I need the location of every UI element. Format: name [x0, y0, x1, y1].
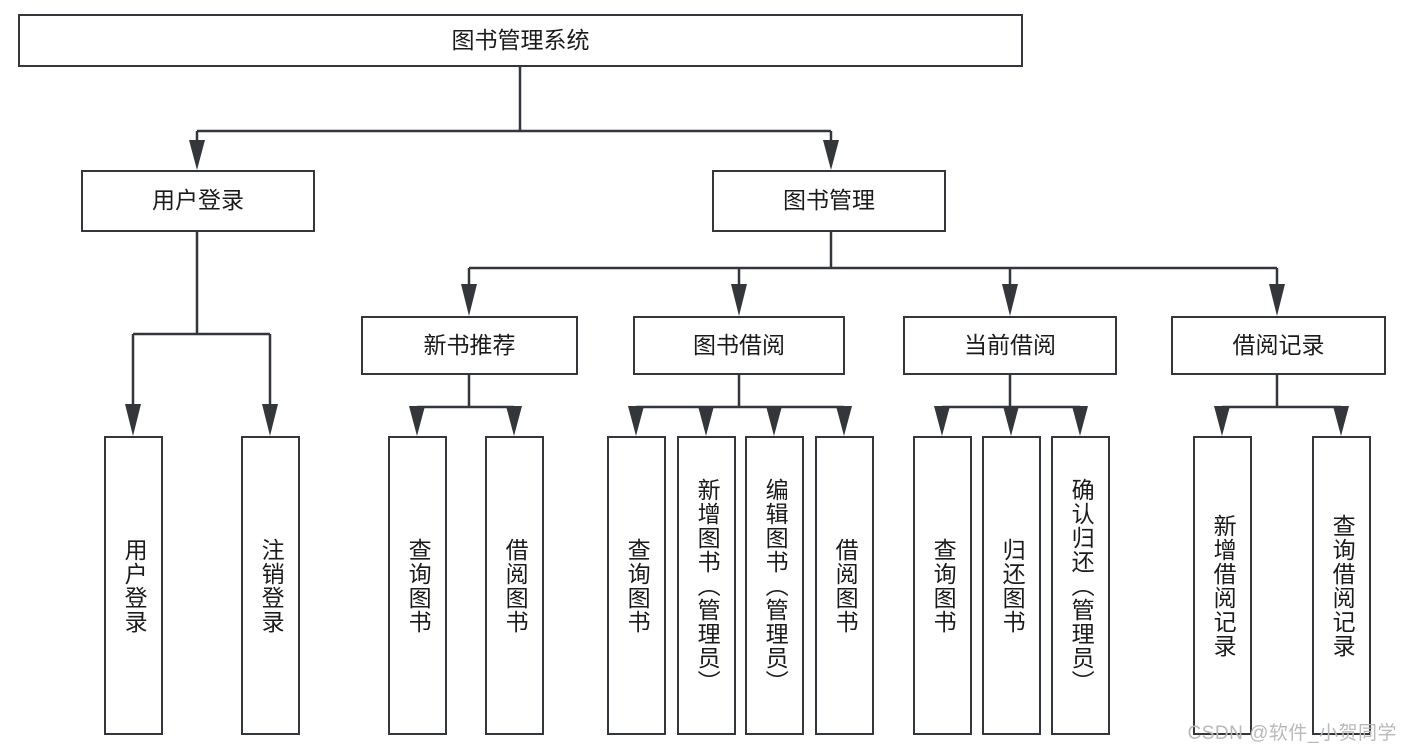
- arrow-bookmgmt-to-records: [1269, 284, 1285, 316]
- node-borrow-records-label: 借阅记录: [1232, 331, 1325, 358]
- node-leaf-user-login[interactable]: 用户登录: [104, 436, 163, 735]
- arrow-current-to-leaf2: [1003, 406, 1019, 436]
- node-leaf-query-book-2-label: 查询图书: [624, 537, 651, 634]
- node-current-borrow-label: 当前借阅: [964, 331, 1056, 358]
- node-leaf-query-book-3-label: 查询图书: [930, 537, 957, 634]
- node-user-login[interactable]: 用户登录: [81, 170, 315, 232]
- node-user-login-label: 用户登录: [152, 187, 244, 214]
- arrow-bookmgmt-to-current: [1002, 284, 1018, 316]
- arrow-current-to-leaf3: [1072, 406, 1088, 436]
- node-new-book-recommend-label: 新书推荐: [423, 331, 516, 358]
- node-leaf-add-book[interactable]: 新增图书（管理员）: [677, 436, 736, 735]
- node-leaf-borrow-book-2-label: 借阅图书: [832, 537, 859, 634]
- arrow-borrow-to-leaf4: [836, 406, 852, 436]
- arrow-root-to-bookmgmt: [823, 140, 839, 170]
- node-leaf-query-book-1-label: 查询图书: [405, 537, 432, 634]
- arrow-records-to-leaf1: [1214, 406, 1230, 436]
- node-root[interactable]: 图书管理系统: [18, 14, 1023, 67]
- node-current-borrow[interactable]: 当前借阅: [903, 316, 1117, 375]
- node-leaf-query-book-2[interactable]: 查询图书: [607, 436, 666, 735]
- arrow-bookmgmt-to-newbook: [461, 284, 477, 316]
- node-leaf-return-book-label: 归还图书: [999, 537, 1026, 634]
- node-leaf-user-login-label: 用户登录: [121, 537, 148, 634]
- node-leaf-borrow-book-1[interactable]: 借阅图书: [485, 436, 544, 735]
- arrow-borrow-to-leaf3: [766, 406, 782, 436]
- watermark: CSDN @软件_小贺同学: [1187, 723, 1397, 744]
- node-leaf-edit-book-label: 编辑图书（管理员）: [762, 477, 789, 694]
- node-leaf-add-record-label: 新增借阅记录: [1210, 513, 1237, 658]
- node-leaf-logout[interactable]: 注销登录: [241, 436, 300, 735]
- node-leaf-query-record[interactable]: 查询借阅记录: [1312, 436, 1371, 735]
- node-leaf-query-book-3[interactable]: 查询图书: [913, 436, 972, 735]
- arrow-login-to-leaf2: [262, 404, 278, 436]
- node-leaf-confirm-return[interactable]: 确认归还（管理员）: [1051, 436, 1110, 735]
- node-leaf-add-record[interactable]: 新增借阅记录: [1193, 436, 1252, 735]
- arrow-newbook-to-leaf1: [409, 406, 425, 436]
- node-root-label: 图书管理系统: [451, 26, 590, 53]
- node-borrow-records[interactable]: 借阅记录: [1171, 316, 1386, 375]
- node-leaf-borrow-book-2[interactable]: 借阅图书: [815, 436, 874, 735]
- node-leaf-query-record-label: 查询借阅记录: [1329, 513, 1356, 658]
- arrow-current-to-leaf1: [934, 406, 950, 436]
- arrow-root-to-login: [189, 140, 205, 170]
- node-leaf-edit-book[interactable]: 编辑图书（管理员）: [745, 436, 804, 735]
- arrow-borrow-to-leaf1: [628, 406, 644, 436]
- node-leaf-logout-label: 注销登录: [258, 537, 285, 634]
- node-leaf-confirm-return-label: 确认归还（管理员）: [1068, 477, 1095, 694]
- node-book-borrow[interactable]: 图书借阅: [633, 316, 845, 375]
- arrow-borrow-to-leaf2: [698, 406, 714, 436]
- node-new-book-recommend[interactable]: 新书推荐: [361, 316, 578, 375]
- node-leaf-query-book-1[interactable]: 查询图书: [388, 436, 447, 735]
- node-leaf-borrow-book-1-label: 借阅图书: [502, 537, 529, 634]
- arrow-newbook-to-leaf2: [506, 406, 522, 436]
- node-book-borrow-label: 图书借阅: [693, 331, 785, 358]
- node-leaf-return-book[interactable]: 归还图书: [982, 436, 1041, 735]
- node-book-management-label: 图书管理: [783, 187, 875, 214]
- arrow-bookmgmt-to-borrow: [731, 284, 747, 316]
- node-book-management[interactable]: 图书管理: [712, 170, 946, 232]
- arrow-records-to-leaf2: [1333, 406, 1349, 436]
- arrow-login-to-leaf1: [125, 404, 141, 436]
- node-leaf-add-book-label: 新增图书（管理员）: [694, 477, 721, 694]
